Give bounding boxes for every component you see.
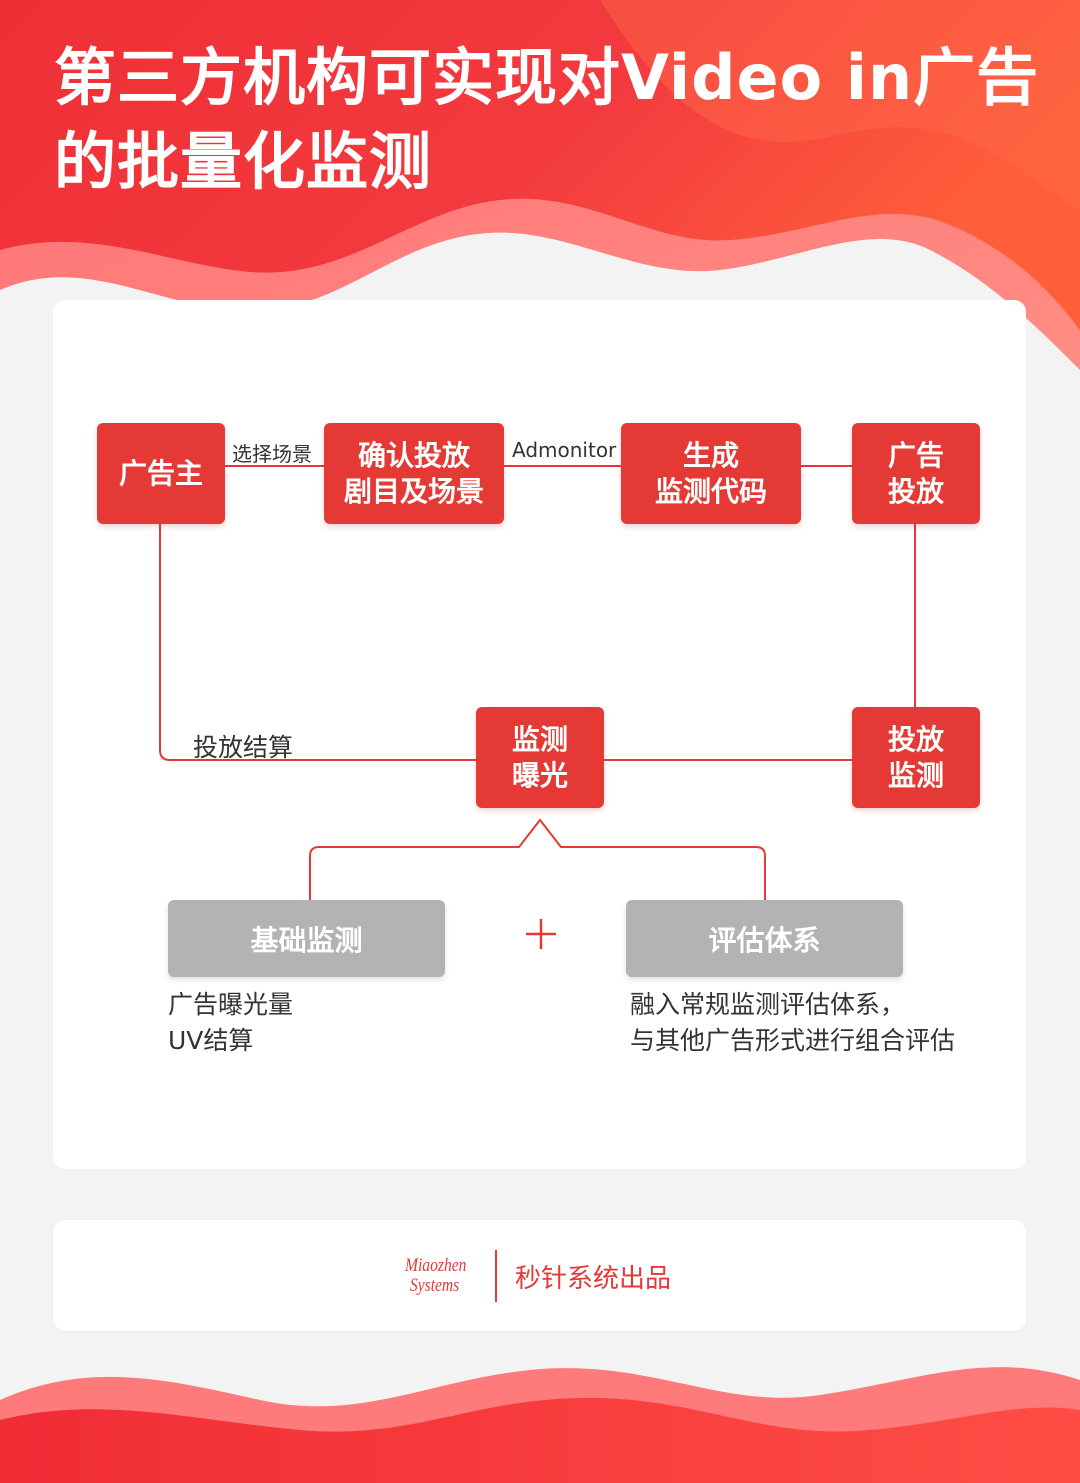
node-exposure-line2: 曝光 xyxy=(511,758,568,792)
node-advertiser: 广告主 xyxy=(97,423,225,524)
page-title: 第三方机构可实现对Video in广告的批量化监测 xyxy=(54,41,1040,198)
node-exposure-line1: 监测 xyxy=(511,722,568,756)
plus-icon xyxy=(526,919,556,949)
miaozhen-logo: Miaozhen Systems xyxy=(405,1256,471,1296)
box-basic-label: 基础监测 xyxy=(250,923,363,957)
node-deliver-line2: 投放 xyxy=(887,474,944,508)
footer-tagline: 秒针系统出品 xyxy=(515,1263,672,1294)
node-delivery-monitoring: 投放 监测 xyxy=(852,707,980,808)
node-advertiser-label: 广告主 xyxy=(118,456,203,490)
node-confirm-line2: 剧目及场景 xyxy=(343,474,484,508)
edge-label-admonitor: Admonitor xyxy=(512,438,617,462)
logo-line2: Systems xyxy=(409,1275,460,1296)
basic-desc-line2: UV结算 xyxy=(168,1026,254,1055)
box-evaluation-label: 评估体系 xyxy=(708,923,821,957)
node-generate-line2: 监测代码 xyxy=(654,474,767,508)
node-monitor-line1: 投放 xyxy=(887,722,944,756)
footer-divider xyxy=(495,1250,497,1302)
edge-label-choose-scene: 选择场景 xyxy=(232,442,312,466)
basic-monitoring-description: 广告曝光量 UV结算 xyxy=(168,987,293,1059)
node-generate-line1: 生成 xyxy=(682,438,739,472)
evaluation-system-description: 融入常规监测评估体系， 与其他广告形式进行组合评估 xyxy=(630,987,955,1059)
node-generate-code: 生成 监测代码 xyxy=(621,423,801,524)
evaluation-desc-line2: 与其他广告形式进行组合评估 xyxy=(630,1026,956,1055)
node-deliver-line1: 广告 xyxy=(887,438,944,472)
logo-line1: Miaozhen xyxy=(405,1255,467,1276)
basic-desc-line1: 广告曝光量 xyxy=(168,990,294,1019)
edge-label-settlement: 投放结算 xyxy=(193,733,294,762)
evaluation-desc-line1: 融入常规监测评估体系， xyxy=(630,990,906,1019)
footer-brand: Miaozhen Systems 秒针系统出品 xyxy=(405,1250,671,1302)
node-confirm-line1: 确认投放 xyxy=(357,438,470,472)
node-monitor-line2: 监测 xyxy=(887,758,944,792)
footer-card xyxy=(53,1220,1026,1331)
box-evaluation-system: 评估体系 xyxy=(626,900,903,977)
node-confirm-placement: 确认投放 剧目及场景 xyxy=(324,423,504,524)
node-ad-delivery: 广告 投放 xyxy=(852,423,980,524)
box-basic-monitoring: 基础监测 xyxy=(168,900,445,977)
node-monitor-exposure: 监测 曝光 xyxy=(476,707,604,808)
